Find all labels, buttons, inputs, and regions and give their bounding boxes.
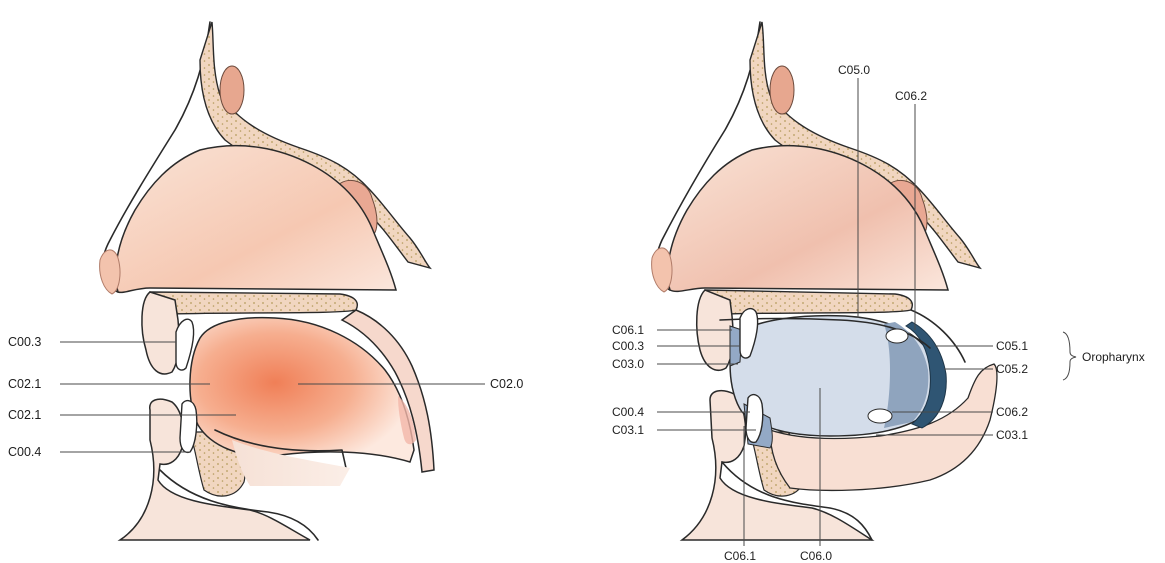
- left-nostril: [100, 250, 120, 294]
- right-lower-teeth: [746, 395, 763, 443]
- right-label-c00-4: C00.4: [612, 405, 644, 419]
- right-nasal-cavity: [668, 146, 948, 292]
- right-label-c00-3: C00.3: [612, 339, 644, 353]
- left-hard-palate: [150, 292, 357, 314]
- right-label-c05-0: C05.0: [838, 63, 870, 77]
- right-label-c06-1-bottom: C06.1: [724, 549, 756, 563]
- oropharynx-bracket-label: Oropharynx: [1082, 350, 1145, 364]
- right-label-c06-2-right: C06.2: [996, 405, 1028, 419]
- left-label-c00-4: C00.4: [8, 445, 41, 459]
- left-label-c02-0: C02.0: [490, 377, 523, 391]
- left-head-section: [100, 22, 434, 540]
- right-label-c06-0: C06.0: [800, 549, 832, 563]
- right-label-c03-0: C03.0: [612, 357, 644, 371]
- right-nostril: [652, 248, 672, 292]
- right-label-c05-1: C05.1: [996, 339, 1028, 353]
- right-label-c03-1-right: C03.1: [996, 428, 1028, 442]
- right-tonsil-lower: [868, 409, 892, 423]
- left-upper-lip: [142, 292, 179, 374]
- right-hard-palate: [705, 290, 912, 314]
- left-nasal-cavity: [116, 146, 396, 293]
- left-upper-teeth: [176, 319, 194, 370]
- right-label-c06-2-top: C06.2: [895, 89, 927, 103]
- left-label-c02-1-lower: C02.1: [8, 408, 41, 422]
- right-label-c06-1-top: C06.1: [612, 323, 644, 337]
- right-head-section: [652, 22, 997, 540]
- left-label-c02-1-upper: C02.1: [8, 377, 41, 391]
- right-label-c03-1-left: C03.1: [612, 423, 644, 437]
- right-frontal-sinus: [770, 66, 794, 114]
- right-label-c05-2: C05.2: [996, 362, 1028, 376]
- left-lower-teeth: [180, 401, 197, 453]
- left-frontal-sinus: [220, 66, 244, 114]
- left-label-c00-3: C00.3: [8, 335, 41, 349]
- right-tonsil-upper: [886, 329, 908, 343]
